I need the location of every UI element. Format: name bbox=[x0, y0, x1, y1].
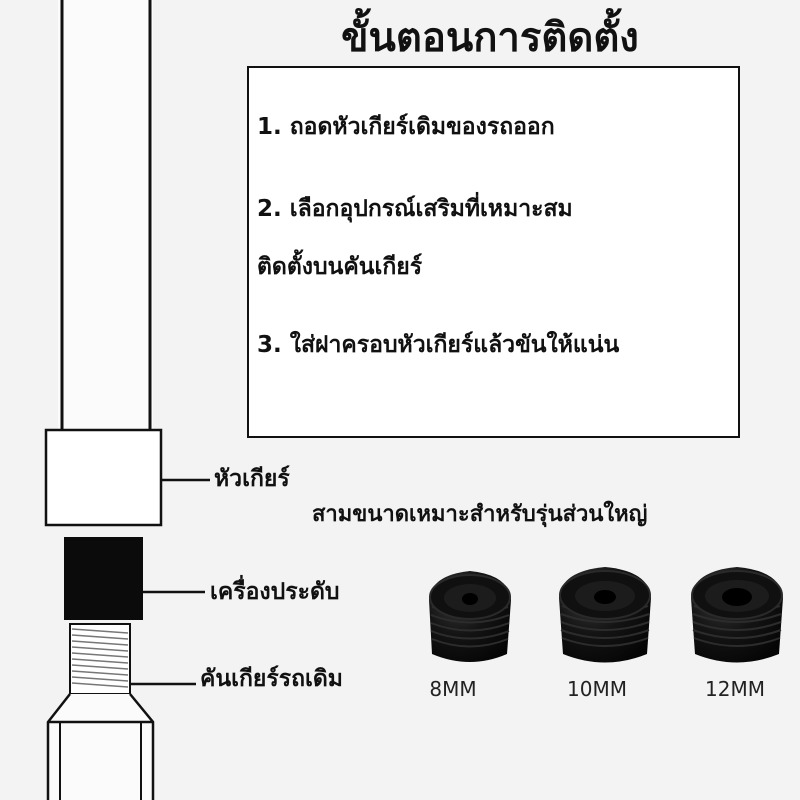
size-label-10mm: 10MM bbox=[567, 677, 627, 701]
step-2: 2. เลือกอุปกรณ์เสริมที่เหมาะสม bbox=[257, 196, 573, 222]
threaded-rod bbox=[69, 623, 131, 695]
upper-shaft bbox=[58, 0, 153, 430]
adapter-8mm-icon bbox=[429, 571, 511, 662]
lever-base bbox=[46, 693, 155, 800]
sizes-note: สามขนาดเหมาะสำหรับรุ่นส่วนใหญ่ bbox=[312, 502, 648, 527]
step-3: 3. ใส่ฝาครอบหัวเกียร์แล้วขันให้แน่น bbox=[257, 332, 620, 358]
original-lever-label: คันเกียร์รถเดิม bbox=[200, 666, 343, 692]
adapter-shape bbox=[64, 537, 143, 620]
step-1: 1. ถอดหัวเกียร์เดิมของรถออก bbox=[257, 114, 555, 140]
knob-head-shape bbox=[44, 428, 163, 527]
knob-head-label: หัวเกียร์ bbox=[214, 466, 290, 492]
step-2-continued: ติดตั้งบนคันเกียร์ bbox=[257, 254, 423, 280]
size-label-8mm: 8MM bbox=[429, 677, 477, 701]
adapter-12mm-icon bbox=[691, 567, 783, 663]
page-title: ขั้นตอนการติดตั้ง bbox=[341, 15, 639, 61]
steps-box: 1. ถอดหัวเกียร์เดิมของรถออก 2. เลือกอุปก… bbox=[247, 66, 740, 438]
size-label-12mm: 12MM bbox=[705, 677, 765, 701]
adapter-10mm-icon bbox=[559, 567, 651, 663]
adapter-label: เครื่องประดับ bbox=[210, 579, 340, 605]
